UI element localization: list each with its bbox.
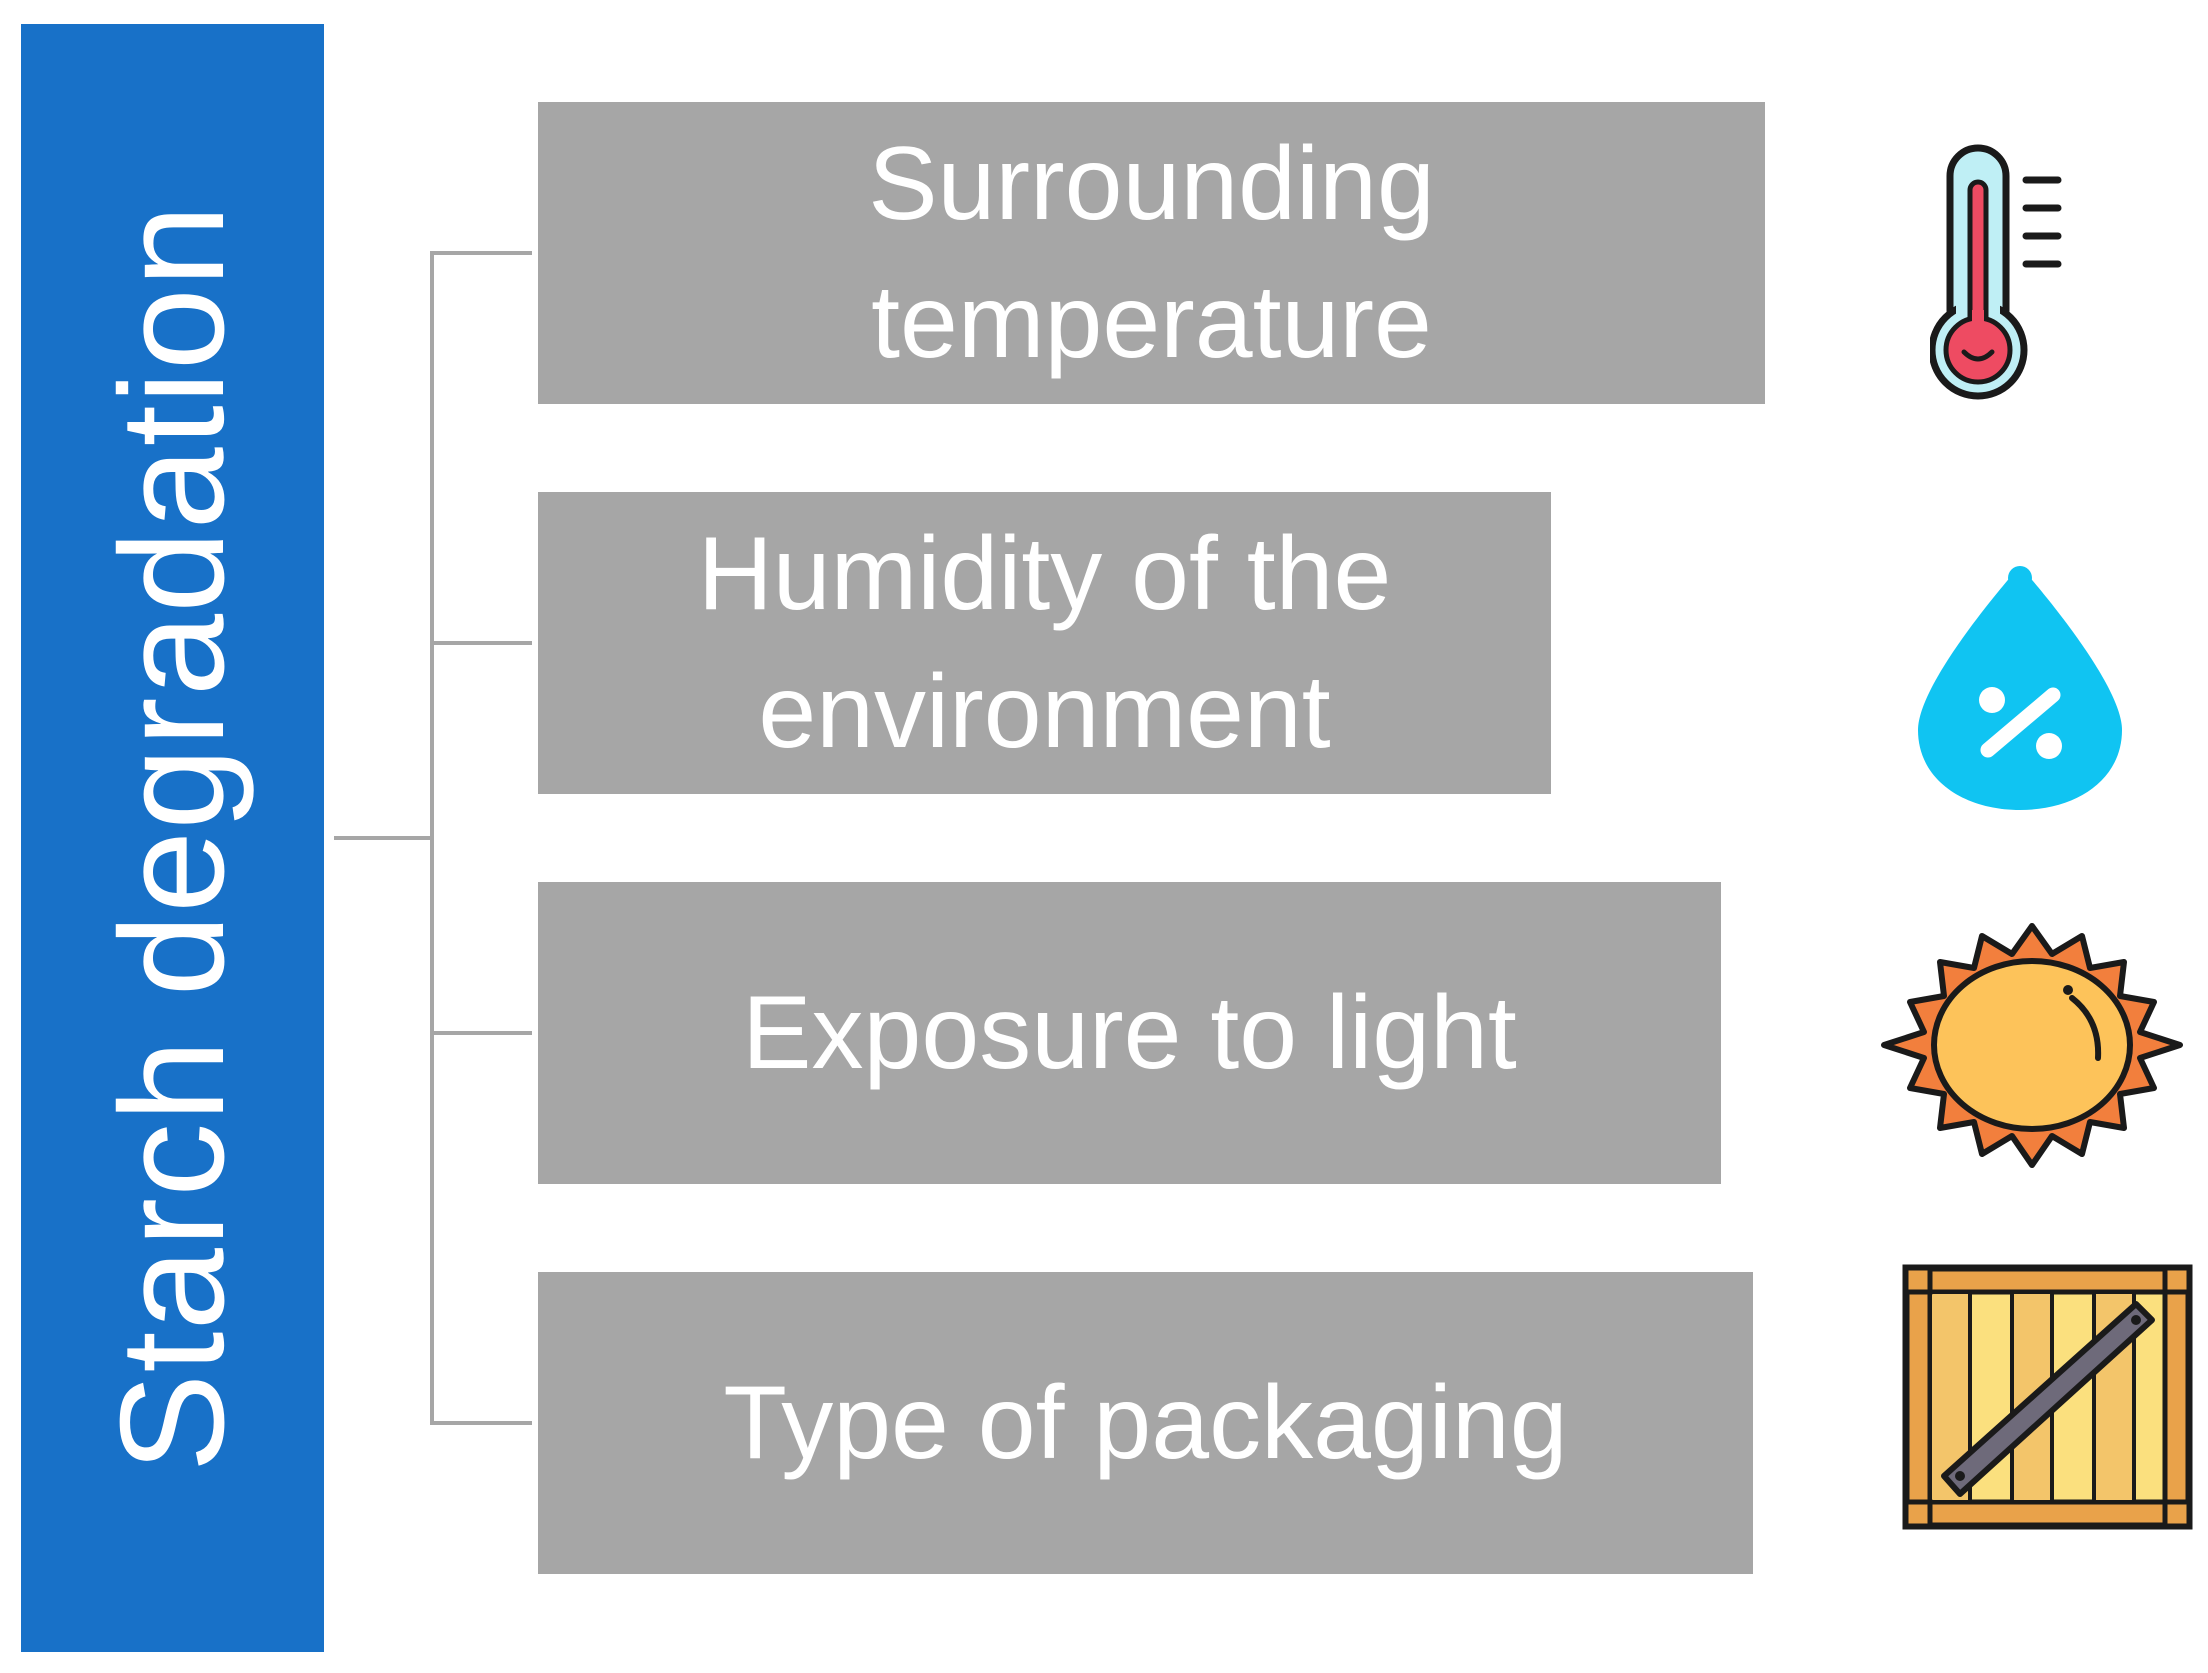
wooden-crate-icon	[1902, 1264, 2193, 1530]
factor-box-humidity: Humidity of the environment	[538, 492, 1551, 794]
factor-text-line: temperature	[871, 264, 1432, 380]
humidity-drop-icon	[1918, 566, 2122, 810]
sun-icon	[1881, 923, 2183, 1168]
factor-box-temperature: Surrounding temperature	[538, 102, 1765, 404]
thermometer-icon	[1930, 144, 2062, 400]
factor-label-temperature: Surrounding temperature	[868, 115, 1435, 392]
factor-label-light: Exposure to light	[742, 964, 1517, 1102]
factor-box-packaging: Type of packaging	[538, 1272, 1753, 1574]
factor-label-packaging: Type of packaging	[723, 1354, 1567, 1492]
factor-text-line: Exposure to light	[742, 974, 1517, 1091]
title-bar: Starch degradation	[21, 24, 324, 1652]
factor-label-humidity: Humidity of the environment	[698, 505, 1392, 782]
factor-text-line: Type of packaging	[723, 1364, 1568, 1481]
factor-text-line: Humidity of the	[697, 515, 1392, 632]
factor-text-line: Surrounding	[868, 125, 1435, 242]
factor-text-line: environment	[758, 654, 1331, 770]
factor-box-light: Exposure to light	[538, 882, 1721, 1184]
